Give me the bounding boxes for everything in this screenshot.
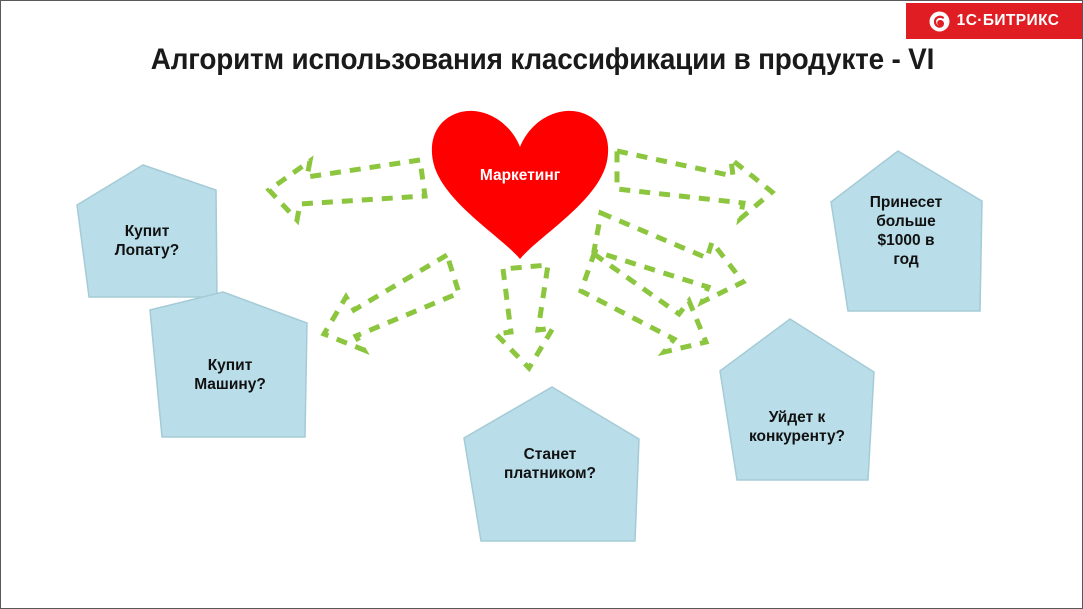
pentagon-group: [76, 150, 983, 542]
arrow-group: [265, 147, 776, 373]
node-prineset-1000[interactable]: [830, 150, 983, 312]
arrow-lower-left: [320, 251, 463, 355]
heart-shape[interactable]: [431, 110, 609, 259]
arrow-middle-right: [591, 209, 747, 308]
node-stanet-platnikom[interactable]: [463, 386, 640, 542]
arrow-down: [490, 262, 558, 373]
node-kupit-lopatu[interactable]: [76, 164, 218, 298]
node-kupit-mashinu[interactable]: [149, 291, 308, 438]
bitrix-logo-text: 1C·БИТРИКС: [956, 12, 1060, 29]
node-uydet-k-konkurentu[interactable]: [719, 318, 875, 481]
page-title: Алгоритм использования классификации в п…: [150, 43, 935, 76]
arrow-lower-right: [577, 250, 710, 357]
bitrix-logo[interactable]: 1C·БИТРИКС: [906, 3, 1082, 39]
bitrix-spiral-icon: [929, 11, 950, 31]
arrow-upper-right: [614, 147, 776, 226]
arrow-upper-left: [265, 155, 428, 226]
